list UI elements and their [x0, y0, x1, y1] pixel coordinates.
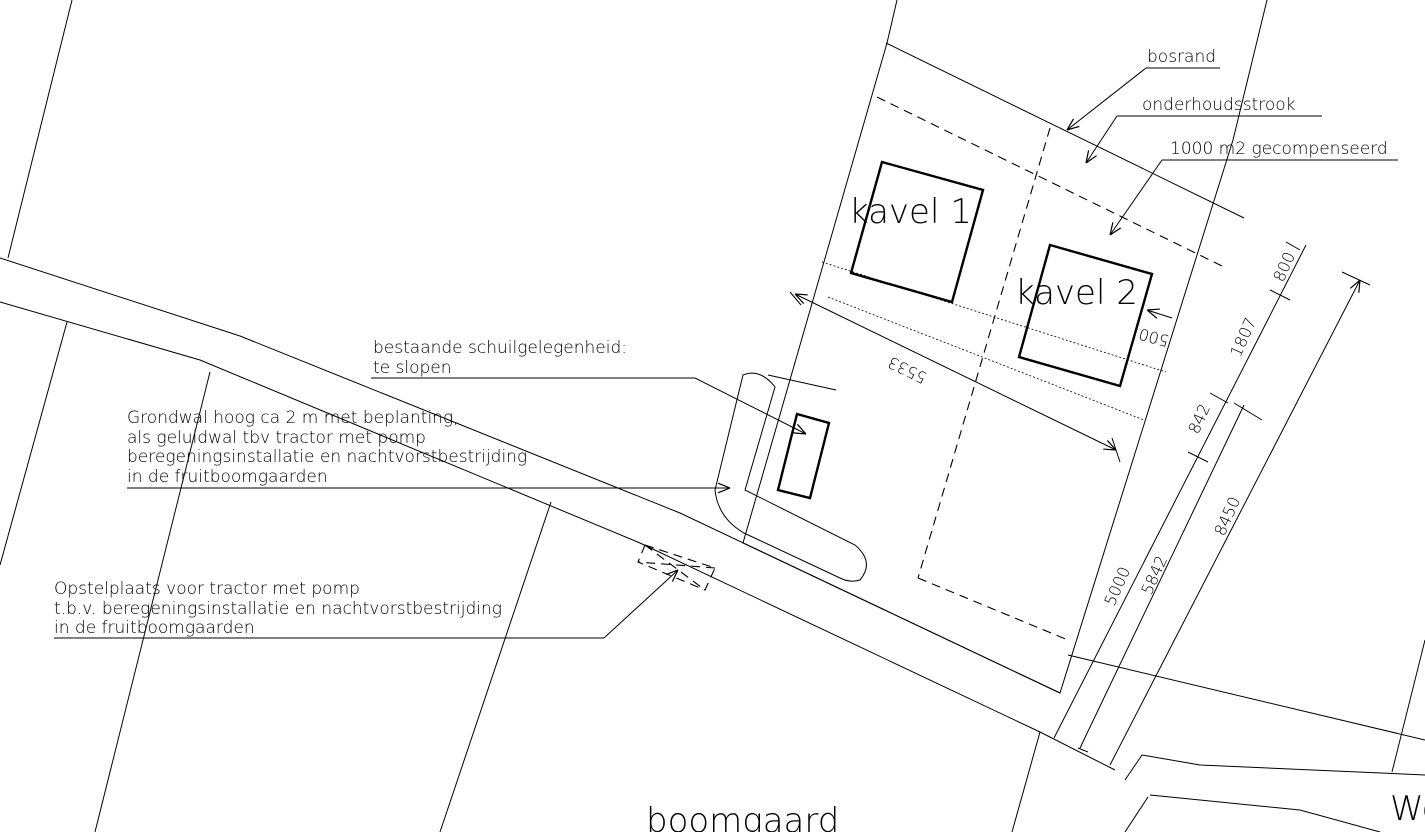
label-compensated-area: 1000 m2 gecompenseerd — [1170, 139, 1388, 159]
label-tractor-line-1: Opstelplaats voor tractor met pomp — [54, 579, 360, 599]
label-boomgaard: boomgaard — [646, 801, 839, 832]
dimension-lines — [789, 241, 1371, 766]
label-shelter-line-1: bestaande schuilgelegenheid: — [373, 338, 627, 358]
label-wall-line-4: in de fruitboomgaarden — [127, 467, 328, 487]
label-onderhoudsstrook: onderhoudsstrook — [1142, 95, 1296, 115]
kavel-2-building — [1017, 243, 1154, 388]
dim-8450: 8450 — [1210, 494, 1244, 539]
label-bosrand: bosrand — [1147, 47, 1216, 67]
label-wall-line-2: als geluidwal tbv tractor met pomp — [127, 428, 426, 448]
earth-wall — [714, 372, 867, 582]
label-kavel-1: kavel 1 — [849, 192, 972, 232]
dim-1807: 1807 — [1226, 315, 1260, 360]
lot-outline — [742, 0, 1268, 694]
dim-500: 500 — [1137, 324, 1171, 350]
dim-842: 842 — [1184, 401, 1214, 437]
dim-5533: 5533 — [885, 353, 930, 388]
label-wall-line-3: beregeningsinstallatie en nachtvorstbest… — [127, 447, 527, 467]
dim-5842: 5842 — [1137, 553, 1171, 598]
existing-shelter — [776, 412, 831, 500]
label-road-partial: We — [1390, 789, 1425, 829]
tractor-standing-place — [637, 544, 716, 591]
kavel-1-building — [849, 160, 985, 304]
label-kavel-2: kavel 2 — [1015, 273, 1138, 313]
label-wall-line-1: Grondwal hoog ca 2 m met beplanting, — [127, 408, 459, 428]
leader-lines — [54, 67, 1398, 639]
label-tractor-line-3: in de fruitboomgaarden — [54, 618, 255, 638]
label-shelter-line-2: te slopen — [373, 358, 452, 378]
road — [0, 257, 1425, 832]
label-tractor-line-2: t.b.v. beregeningsinstallatie en nachtvo… — [54, 599, 502, 619]
dim-5000: 5000 — [1100, 564, 1134, 609]
